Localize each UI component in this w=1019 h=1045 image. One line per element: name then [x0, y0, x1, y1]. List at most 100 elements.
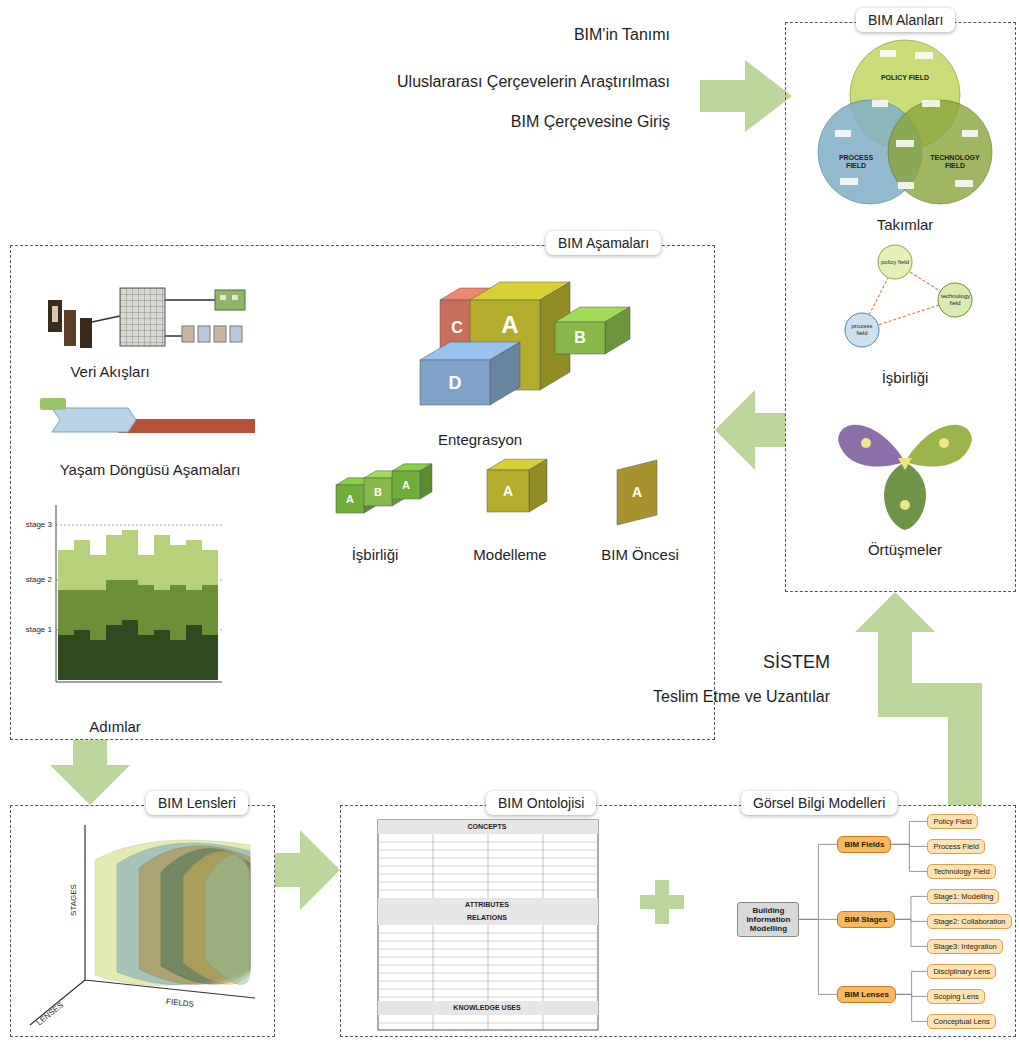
stage-cubes	[529, 459, 547, 512]
steps-chart	[154, 590, 170, 630]
box-text: Technology Field	[933, 867, 989, 876]
steps-chart	[186, 540, 202, 590]
box-text: BIM Stages	[844, 915, 887, 924]
venn-figure	[880, 50, 896, 57]
data-flow-figure	[232, 295, 238, 300]
ontology-table	[378, 820, 598, 1030]
ontology-table	[433, 925, 434, 1001]
cube-letter: A	[632, 484, 642, 500]
lifecycle-figure	[40, 398, 255, 433]
data-flow-figure	[215, 290, 245, 310]
stage-cubes	[617, 460, 657, 525]
tree-link	[896, 971, 928, 994]
caption-label: Teslim Etme ve Uzantılar	[653, 688, 830, 706]
ontology-table	[433, 834, 434, 898]
caption-label: Takımlar	[877, 216, 934, 233]
caption-label: RELATIONS	[467, 914, 507, 922]
caption-label: stage 2	[26, 575, 52, 584]
panel-heading: BIM Aşamaları	[546, 231, 661, 255]
stage-cubes	[364, 478, 392, 506]
lens-figure	[139, 846, 250, 985]
lifecycle-figure	[118, 419, 255, 433]
data-flow-figure	[64, 310, 76, 346]
stage-cubes	[336, 485, 364, 513]
steps-chart	[90, 555, 106, 590]
section-panel: BIM Aşamaları	[10, 245, 715, 740]
box-text: Stage2: Collaboration	[933, 917, 1005, 926]
caption-label: Entegrasyon	[438, 431, 522, 448]
section-panel: BIM OntolojisiGörsel Bilgi ModelleriBuil…	[340, 805, 1016, 1037]
panel-heading: BIM Ontolojisi	[486, 791, 596, 815]
caption-label: technology field	[941, 293, 969, 307]
steps-chart	[170, 545, 186, 585]
box-text: Stage1: Modelling	[933, 892, 993, 901]
data-flow-figure	[52, 306, 58, 322]
section-panel: BIM Alanları	[785, 22, 1016, 592]
ontology-table	[378, 820, 598, 834]
leaf-box: Conceptual Lens	[927, 1014, 995, 1029]
lens-figure	[183, 851, 250, 984]
tree-link	[895, 919, 928, 946]
venn-figure	[896, 140, 914, 147]
venn-figure	[922, 100, 940, 107]
overlap-petals	[838, 425, 905, 467]
lens-figure	[95, 840, 250, 985]
overlap-petals	[905, 425, 972, 467]
ontology-table	[378, 820, 598, 1030]
caption-label: Adımlar	[89, 718, 141, 735]
flow-arrow	[755, 413, 785, 447]
venn-figure	[872, 100, 888, 107]
caption-label: FIELDS	[166, 997, 195, 1009]
branch-box: BIM Lenses	[837, 986, 895, 1003]
flow-arrow	[73, 740, 107, 765]
lifecycle-figure	[52, 408, 136, 432]
steps-chart	[170, 585, 186, 640]
box-text: Stage3: Integration	[933, 942, 996, 951]
caption-label: CONCEPTS	[468, 823, 507, 831]
stage-cubes	[420, 464, 432, 499]
stage-cubes	[555, 322, 605, 354]
cube-letter: D	[449, 373, 462, 394]
stage-cubes	[605, 307, 630, 354]
caption-label: policy field	[881, 259, 909, 266]
branch-box: BIM Stages	[837, 911, 894, 928]
ontology-table	[378, 898, 598, 925]
steps-chart	[154, 535, 170, 590]
venn-figure	[835, 130, 851, 137]
panel-heading: BIM Lensleri	[146, 791, 248, 815]
data-flow-figure	[230, 326, 242, 342]
caption-label: Örtüşmeler	[868, 541, 942, 558]
leaf-box: Policy Field	[927, 814, 977, 829]
leaf-box: Disciplinary Lens	[927, 964, 996, 979]
caption-label: Yaşam Döngüsü Aşamaları	[60, 461, 241, 478]
steps-chart	[186, 590, 202, 625]
tree-link	[896, 994, 928, 1021]
ontology-table	[543, 925, 544, 1001]
steps-chart	[122, 580, 138, 620]
caption-label: TECHNOLOGY FIELD	[930, 154, 980, 170]
lens-figure	[30, 825, 255, 1025]
steps-chart	[202, 635, 218, 680]
steps-chart	[186, 625, 202, 680]
data-flow-figure	[182, 326, 194, 342]
steps-chart	[170, 640, 186, 680]
venn-figure	[915, 52, 933, 59]
tree-link	[891, 821, 927, 844]
lens-figure	[117, 843, 250, 985]
box-text: Building Information Modelling	[742, 906, 794, 933]
steps-chart	[154, 630, 170, 680]
tree-link	[891, 844, 927, 871]
caption-label: BIM Öncesi	[601, 546, 679, 563]
leaf-box: Scoping Lens	[927, 989, 984, 1004]
network-figure	[878, 245, 912, 279]
steps-chart	[106, 535, 122, 580]
cube-letter: A	[346, 493, 354, 506]
stage-cubes	[420, 360, 490, 405]
caption-label: stage 1	[26, 625, 52, 634]
steps-chart	[56, 525, 222, 526]
leaf-box: Stage2: Collaboration	[927, 914, 1011, 929]
venn-figure	[818, 40, 992, 204]
branch-box: BIM Fields	[837, 836, 891, 853]
overlap-petals	[900, 500, 910, 510]
ontology-table	[488, 1015, 489, 1030]
